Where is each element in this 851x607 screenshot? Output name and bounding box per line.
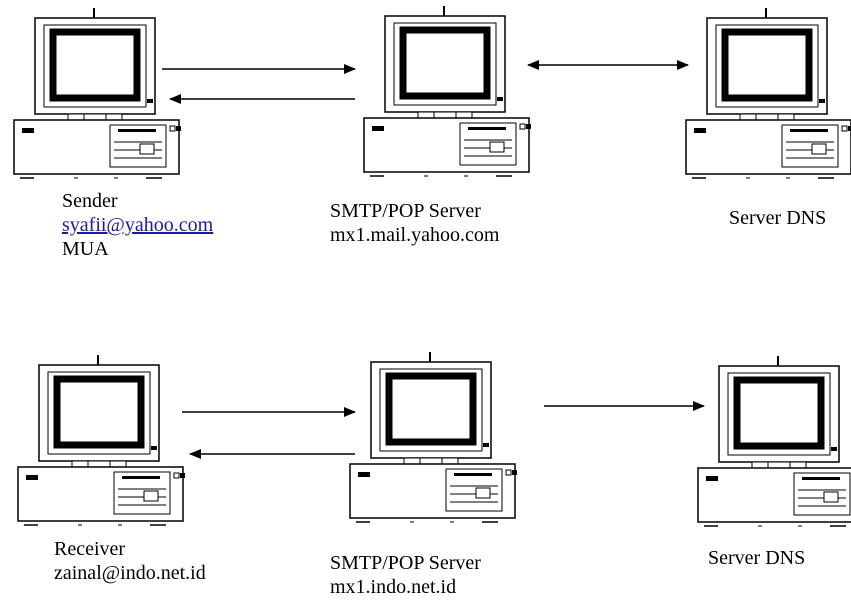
sender-email-link[interactable]: syafii@yahoo.com (62, 214, 214, 236)
bottom-dns-server-computer-icon (698, 356, 851, 526)
yahoo-smtp-host: mx1.mail.yahoo.com (330, 224, 500, 246)
yahoo-smtp-title: SMTP/POP Server (330, 200, 481, 222)
yahoo-smtp-label-block: SMTP/POP Server mx1.mail.yahoo.com (330, 199, 499, 247)
top-dns-label: Server DNS (729, 206, 826, 230)
indo-smtp-title: SMTP/POP Server (330, 552, 481, 574)
sender-label-block: Sender syafii@yahoo.com MUA (62, 189, 213, 261)
top-dns-server-computer-icon (686, 8, 851, 178)
receiver-label-block: Receiver zainal@indo.net.id (54, 537, 206, 585)
receiver-computer-icon (18, 355, 185, 525)
indo-smtp-host: mx1.indo.net.id (330, 576, 457, 598)
indo-smtp-server-computer-icon (350, 352, 517, 522)
top-dns-title: Server DNS (729, 207, 827, 229)
yahoo-smtp-server-computer-icon (364, 6, 531, 176)
bottom-dns-title: Server DNS (708, 547, 806, 569)
sender-role: Sender (62, 190, 118, 212)
indo-smtp-label-block: SMTP/POP Server mx1.indo.net.id (330, 551, 481, 599)
receiver-email: zainal@indo.net.id (54, 562, 206, 584)
receiver-role: Receiver (54, 538, 126, 560)
sender-computer-icon (14, 8, 181, 178)
sender-client: MUA (62, 238, 109, 260)
bottom-dns-label: Server DNS (708, 546, 805, 570)
